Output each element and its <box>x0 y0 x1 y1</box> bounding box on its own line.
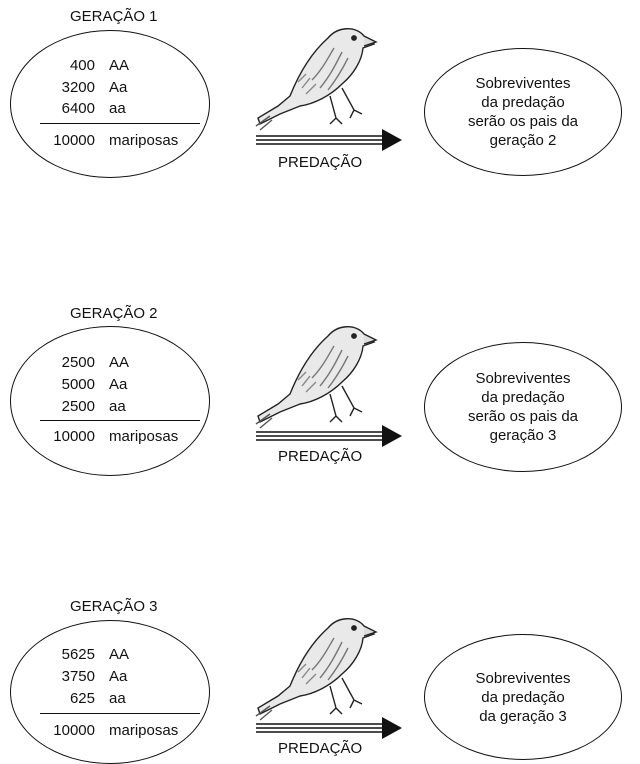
total-count: 10000 <box>53 428 95 445</box>
genotype-label: AA <box>109 646 130 663</box>
genotype-count: 3750 <box>61 668 95 685</box>
bird-icon <box>255 28 378 131</box>
genotype-count: 400 <box>69 57 95 74</box>
genotype-label: aa <box>109 690 126 707</box>
predation-label: PREDAÇÃO <box>278 448 363 465</box>
bird-icon <box>255 618 378 721</box>
total-label: mariposas <box>109 428 179 445</box>
arrow-right-icon <box>256 425 402 447</box>
genotype-label: Aa <box>109 668 128 685</box>
total-label: mariposas <box>109 132 179 149</box>
arrow-right-icon <box>256 129 402 151</box>
arrow-right-icon <box>256 717 402 739</box>
result-text: Sobreviventes da predação serão os pais … <box>467 75 579 149</box>
predation-label: PREDAÇÃO <box>278 740 363 757</box>
total-count: 10000 <box>53 132 95 149</box>
genotype-count: 625 <box>69 690 95 707</box>
genotype-label: Aa <box>109 79 128 96</box>
total-label: mariposas <box>109 722 179 739</box>
genotype-count: 2500 <box>61 398 95 415</box>
bird-icon <box>255 326 378 429</box>
genotype-label: AA <box>109 354 130 371</box>
predation-label: PREDAÇÃO <box>278 154 363 171</box>
genotype-label: AA <box>109 57 130 74</box>
total-divider <box>40 123 200 124</box>
result-ellipse: Sobreviventes da predação serão os pais … <box>424 342 622 472</box>
generation-title: GERAÇÃO 2 <box>70 305 158 322</box>
genotype-label: Aa <box>109 376 128 393</box>
population-ellipse <box>10 30 210 178</box>
total-divider <box>40 713 200 714</box>
population-ellipse <box>10 620 210 764</box>
result-text: Sobreviventes da predação da geração 3 <box>475 669 571 725</box>
generation-title: GERAÇÃO 1 <box>70 8 158 25</box>
result-text: Sobreviventes da predação serão os pais … <box>467 370 579 444</box>
generation-title: GERAÇÃO 3 <box>70 598 158 615</box>
genotype-label: aa <box>109 398 126 415</box>
population-ellipse <box>10 326 210 476</box>
genotype-count: 5625 <box>61 646 95 663</box>
genotype-count: 6400 <box>61 100 95 117</box>
result-ellipse: Sobreviventes da predação da geração 3 <box>424 634 622 760</box>
total-divider <box>40 420 200 421</box>
total-count: 10000 <box>53 722 95 739</box>
genotype-count: 5000 <box>61 376 95 393</box>
genotype-label: aa <box>109 100 126 117</box>
genotype-count: 3200 <box>61 79 95 96</box>
result-ellipse: Sobreviventes da predação serão os pais … <box>424 48 622 176</box>
genotype-count: 2500 <box>61 354 95 371</box>
